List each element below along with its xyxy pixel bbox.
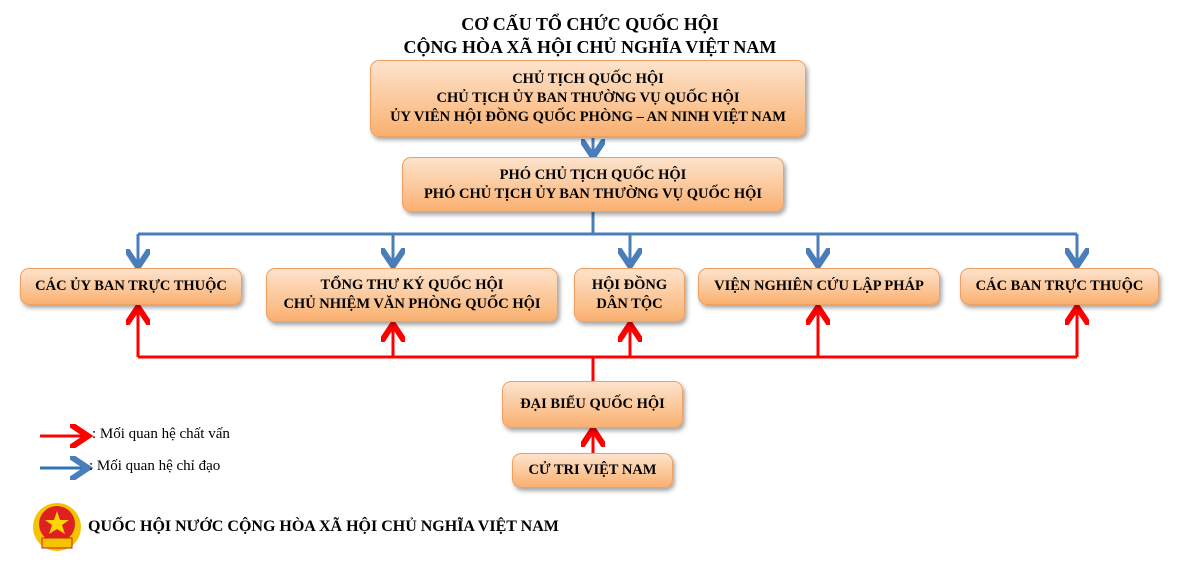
- node-vice-chairman: PHÓ CHỦ TỊCH QUỐC HỘI PHÓ CHỦ TỊCH ỦY BA…: [402, 157, 784, 212]
- node-voters: CỬ TRI VIỆT NAM: [512, 453, 673, 488]
- node-boards: CÁC BAN TRỰC THUỘC: [960, 268, 1159, 305]
- node-label: CHỦ TỊCH QUỐC HỘI: [512, 71, 664, 87]
- directive-lines: [138, 138, 1077, 264]
- footer-text: QUỐC HỘI NƯỚC CỘNG HÒA XÃ HỘI CHỦ NGHĨA …: [88, 518, 559, 535]
- national-emblem-icon: [33, 503, 81, 551]
- node-label: VIỆN NGHIÊN CỨU LẬP PHÁP: [714, 278, 924, 294]
- node-label: ỦY VIÊN HỘI ĐỒNG QUỐC PHÒNG – AN NINH VI…: [390, 109, 786, 125]
- node-deputies: ĐẠI BIỂU QUỐC HỘI: [502, 381, 683, 428]
- node-label: DÂN TỘC: [596, 296, 663, 312]
- chart-title-line-2: CỘNG HÒA XÃ HỘI CHỦ NGHĨA VIỆT NAM: [403, 37, 777, 57]
- node-secretary-general: TỔNG THƯ KÝ QUỐC HỘI CHỦ NHIỆM VĂN PHÒNG…: [266, 268, 558, 322]
- legend-question: : Mối quan hệ chất vấn: [92, 426, 230, 442]
- legend-directive: : Mối quan hệ chỉ đạo: [89, 458, 221, 474]
- node-label: CÁC BAN TRỰC THUỘC: [975, 278, 1144, 294]
- node-label: CHỦ NHIỆM VĂN PHÒNG QUỐC HỘI: [283, 296, 541, 312]
- node-chairman: CHỦ TỊCH QUỐC HỘI CHỦ TỊCH ỦY BAN THƯỜNG…: [370, 60, 806, 137]
- node-label: CHỦ TỊCH ỦY BAN THƯỜNG VỤ QUỐC HỘI: [436, 90, 740, 106]
- question-lines: [138, 310, 1077, 453]
- node-label: PHÓ CHỦ TỊCH ỦY BAN THƯỜNG VỤ QUỐC HỘI: [423, 185, 763, 202]
- node-legislative-institute: VIỆN NGHIÊN CỨU LẬP PHÁP: [698, 268, 940, 305]
- node-ethnic-council: HỘI ĐỒNG DÂN TỘC: [574, 268, 685, 322]
- node-committees: CÁC ỦY BAN TRỰC THUỘC: [20, 268, 242, 305]
- chart-title-line-1: CƠ CẤU TỔ CHỨC QUỐC HỘI: [461, 14, 719, 34]
- node-label: PHÓ CHỦ TỊCH QUỐC HỘI: [499, 166, 687, 183]
- node-label: CỬ TRI VIỆT NAM: [528, 462, 657, 478]
- node-label: HỘI ĐỒNG: [591, 277, 668, 293]
- node-label: TỔNG THƯ KÝ QUỐC HỘI: [320, 277, 504, 293]
- node-label: CÁC ỦY BAN TRỰC THUỘC: [35, 278, 227, 294]
- node-label: ĐẠI BIỂU QUỐC HỘI: [520, 396, 665, 412]
